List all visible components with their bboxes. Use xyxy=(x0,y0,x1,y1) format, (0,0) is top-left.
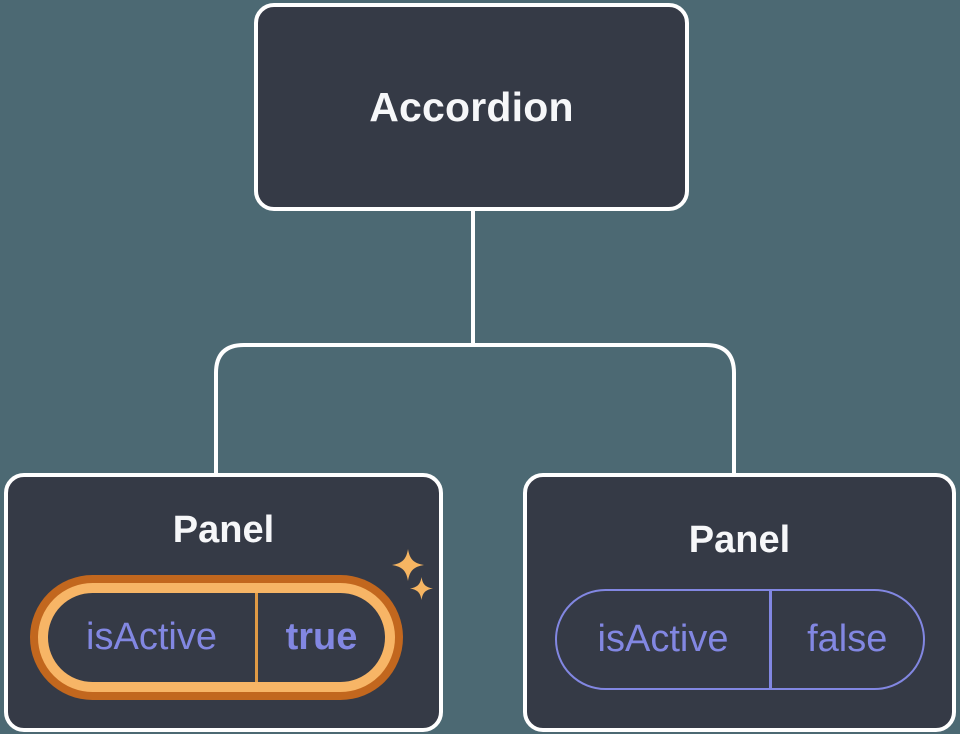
state-value: false xyxy=(807,618,888,660)
node-panel-active: Panel isActive true xyxy=(4,473,443,732)
state-key: isActive xyxy=(597,618,729,660)
state-value: true xyxy=(285,616,358,658)
node-accordion-label: Accordion xyxy=(369,83,574,130)
node-panel-active-label: Panel xyxy=(172,509,275,551)
connector-branch xyxy=(214,343,736,474)
node-accordion: Accordion xyxy=(254,3,689,211)
state-key: isActive xyxy=(86,616,217,658)
node-panel-inactive-label: Panel xyxy=(688,519,791,561)
state-pill-divider xyxy=(769,591,772,688)
state-pill-active: isActive true xyxy=(38,583,395,692)
node-panel-inactive: Panel isActive false xyxy=(523,473,956,732)
state-pill-divider xyxy=(255,593,258,682)
state-pill-inactive: isActive false xyxy=(555,589,925,690)
